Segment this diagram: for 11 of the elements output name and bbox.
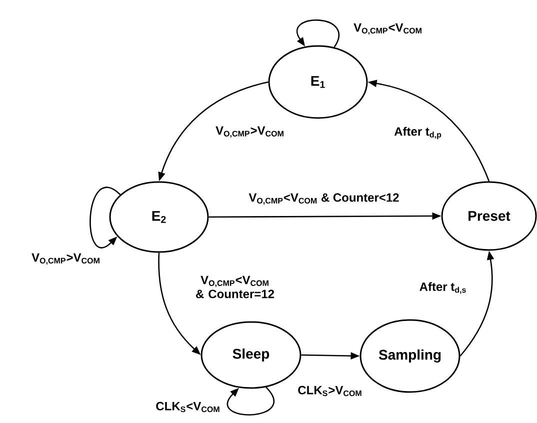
- edge-label: V$_{O,CMP}$>V$_{COM}$: [214, 125, 286, 139]
- edge-label: V$_{O,CMP}$<V$_{COM}$ & Counter=12: [186, 274, 284, 300]
- edge-label: After t$_{d,p}$: [393, 126, 443, 140]
- edge-label: V$_{O,CMP}$<V$_{COM}$ & Counter<12: [248, 192, 400, 206]
- arrow: [296, 20, 340, 48]
- arrow: [227, 386, 274, 416]
- arrow: [90, 187, 121, 248]
- edge-label: After t$_{d,s}$: [418, 281, 468, 295]
- edge-label: CLK$_{S}$<V$_{COM}$: [154, 400, 222, 414]
- edge-label: V$_{O,CMP}$<V$_{COM}$: [352, 22, 424, 36]
- edge-label: V$_{O,CMP}$>V$_{COM}$: [30, 252, 102, 266]
